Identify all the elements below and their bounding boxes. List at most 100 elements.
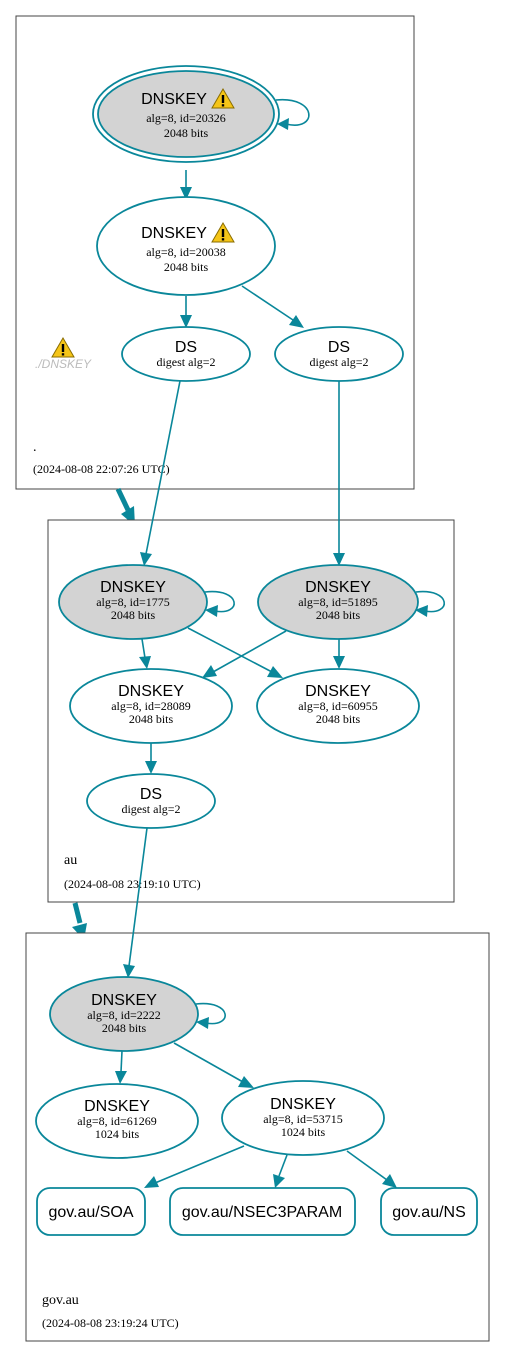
dnskey-ellipse [221, 1080, 385, 1156]
rrset-label: gov.au/SOA [48, 1204, 133, 1221]
ds-node-au[interactable]: DS digest alg=2 [86, 773, 216, 829]
dnskey-alg-id: alg=8, id=60955 [298, 699, 378, 713]
dnskey-ellipse [35, 1083, 199, 1159]
dnskey-alg-id: alg=8, id=51895 [298, 595, 378, 609]
dnskey-bits: 2048 bits [316, 608, 361, 622]
arrowhead [277, 118, 289, 130]
ds-title: DS [175, 339, 197, 356]
dnskey-ellipse [96, 196, 276, 296]
rrset-label: gov.au/NSEC3PARAM [182, 1204, 342, 1221]
signature-edge [154, 1145, 245, 1184]
arrowhead [123, 964, 135, 978]
dnskey-title: DNSKEY [100, 579, 166, 596]
dnskey-bits: 1024 bits [95, 1127, 140, 1141]
rrset-box [380, 1187, 478, 1236]
arrowhead [180, 315, 192, 328]
zone-name: . [33, 440, 37, 455]
sep-outer-ring [92, 65, 280, 163]
dnskey-bits: 2048 bits [111, 608, 156, 622]
zone-timestamp: (2024-08-08 23:19:24 UTC) [42, 1316, 179, 1330]
dnskey-bits: 2048 bits [102, 1021, 147, 1035]
ds-ellipse [86, 773, 216, 829]
rrset-box [169, 1187, 356, 1236]
dnskey-title: DNSKEY [305, 579, 371, 596]
dnskey-node-20326[interactable]: DNSKEY alg=8, id=20326 2048 bits [92, 65, 280, 163]
dnskey-node-60955[interactable]: DNSKEY alg=8, id=60955 2048 bits [256, 668, 420, 744]
ds-ellipse [121, 326, 251, 382]
ds-digest: digest alg=2 [121, 802, 180, 816]
ds-title: DS [328, 339, 350, 356]
signature-edge [141, 638, 146, 659]
dnskey-bits: 2048 bits [164, 126, 209, 140]
rrset-ns[interactable]: gov.au/NS [380, 1187, 478, 1236]
arrowhead [333, 553, 345, 566]
dnskey-node-1775[interactable]: DNSKEY alg=8, id=1775 2048 bits [58, 564, 208, 640]
dnskey-title: DNSKEY [84, 1098, 150, 1115]
dnskey-alg-id: alg=8, id=20326 [146, 111, 226, 125]
arrowhead [139, 656, 151, 669]
delegation-arrow [115, 487, 131, 512]
arrowhead [289, 315, 304, 328]
dnskey-node-51895[interactable]: DNSKEY alg=8, id=51895 2048 bits [257, 564, 419, 640]
dnskey-alg-id: alg=8, id=20038 [146, 245, 226, 259]
rrset-nsec3param[interactable]: gov.au/NSEC3PARAM [169, 1187, 356, 1236]
rrset-label: gov.au/NS [392, 1204, 466, 1221]
self-loop-edge [415, 590, 445, 613]
dnskey-alg-id: alg=8, id=2222 [87, 1008, 161, 1022]
arrowhead [202, 665, 217, 678]
ds-node-root-left[interactable]: DS digest alg=2 [121, 326, 251, 382]
zone-timestamp: (2024-08-08 22:07:26 UTC) [33, 462, 170, 476]
zone-name: gov.au [42, 1293, 79, 1308]
dnskey-node-28089[interactable]: DNSKEY alg=8, id=28089 2048 bits [69, 668, 233, 744]
zone-gov-au: DNSKEY alg=8, id=2222 2048 bits DNSKEY a… [25, 827, 490, 1342]
dnskey-node-20038[interactable]: DNSKEY alg=8, id=20038 2048 bits [96, 196, 276, 296]
signature-edge [241, 285, 294, 321]
arrowhead [415, 605, 428, 617]
dnskey-alg-id: alg=8, id=1775 [96, 595, 170, 609]
rrset-box [36, 1187, 146, 1236]
dnskey-ellipse [97, 70, 275, 158]
ds-node-root-right[interactable]: DS digest alg=2 [274, 326, 404, 382]
arrowhead [205, 605, 218, 617]
dnskey-node-2222[interactable]: DNSKEY alg=8, id=2222 2048 bits [49, 976, 199, 1052]
arrowhead [267, 666, 283, 678]
dnskey-alg-id: alg=8, id=28089 [111, 699, 191, 713]
dnskey-node-61269[interactable]: DNSKEY alg=8, id=61269 1024 bits [35, 1083, 199, 1159]
dnskey-bits: 2048 bits [129, 712, 174, 726]
arrowhead [144, 1176, 159, 1188]
self-loop-edge [195, 1002, 226, 1025]
dnskey-ellipse [58, 564, 208, 640]
ds-digest: digest alg=2 [309, 355, 368, 369]
rrset-soa[interactable]: gov.au/SOA [36, 1187, 146, 1236]
dnskey-bits: 1024 bits [281, 1125, 326, 1139]
arrowhead [145, 761, 157, 774]
signature-edge [187, 627, 273, 673]
dnskey-bits: 2048 bits [164, 260, 209, 274]
dnskey-title: DNSKEY [141, 91, 207, 108]
arrowhead [333, 656, 345, 669]
signature-edge [212, 630, 287, 673]
dnskey-alg-id: alg=8, id=53715 [263, 1112, 343, 1126]
dnskey-ellipse [257, 564, 419, 640]
signature-edge [173, 1042, 244, 1083]
dnskey-alg-id: alg=8, id=61269 [77, 1114, 157, 1128]
signature-edge [278, 1154, 288, 1177]
dnskey-title: DNSKEY [91, 992, 157, 1009]
arrowhead [382, 1174, 397, 1188]
arrowhead [196, 1017, 209, 1029]
zone-root: DNSKEY alg=8, id=20326 2048 bits DNSKEY … [15, 15, 415, 490]
dnskey-bits: 2048 bits [316, 712, 361, 726]
ds-edge [145, 380, 181, 555]
dnskey-title: DNSKEY [118, 683, 184, 700]
arrowhead [140, 552, 152, 566]
signature-edge [346, 1150, 388, 1181]
ds-digest: digest alg=2 [156, 355, 215, 369]
zone-timestamp: (2024-08-08 23:19:10 UTC) [64, 877, 201, 891]
ds-title: DS [140, 786, 162, 803]
dnskey-title: DNSKEY [270, 1096, 336, 1113]
dnskey-node-53715[interactable]: DNSKEY alg=8, id=53715 1024 bits [221, 1080, 385, 1156]
arrowhead [180, 187, 192, 200]
signature-edge [120, 1050, 123, 1073]
arrowhead [273, 1174, 285, 1188]
